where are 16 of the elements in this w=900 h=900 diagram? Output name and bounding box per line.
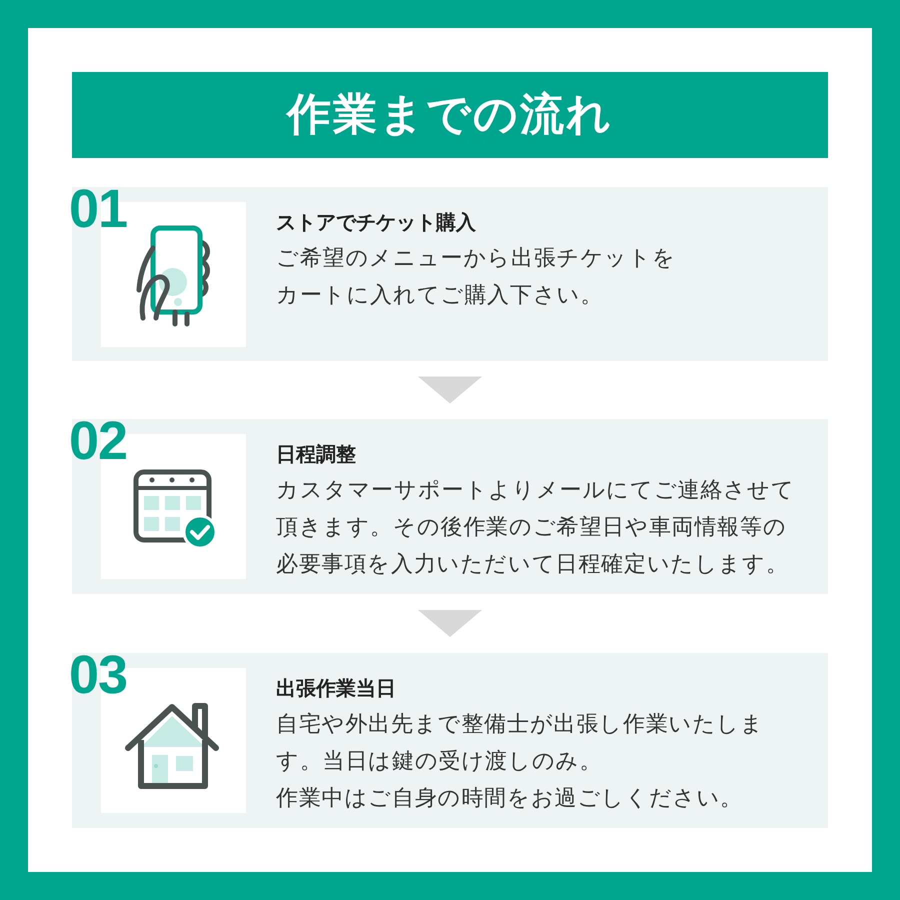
step-title: 出張作業当日 xyxy=(276,675,396,702)
step-number: 03 xyxy=(69,647,128,703)
step-card xyxy=(72,187,828,361)
step-description: 自宅や外出先まで整備士が出張し作業いたします。当日は鍵の受け渡しのみ。 xyxy=(276,711,765,776)
step-number: 02 xyxy=(69,413,128,469)
step-description: カスタマーサポートよりメールにてご連絡させて頂きます。その後作業のご希望日や車両情報等の必要事項を入力いただいて日程確定いたします。 xyxy=(276,477,796,579)
title-banner: 作業までの流れ xyxy=(72,72,828,158)
step-number: 01 xyxy=(69,181,128,237)
arrow xyxy=(418,376,482,404)
step-card xyxy=(72,419,828,594)
step-description: ご希望のメニューから出張チケットをカートに入れてご購入下さい。 xyxy=(276,245,677,310)
step-description: 作業中はご自身の時間をお過ごしください。 xyxy=(276,785,744,813)
step-title: 日程調整 xyxy=(276,441,356,468)
arrow xyxy=(418,610,482,637)
step-card xyxy=(72,653,828,828)
step-title: ストアでチケット購入 xyxy=(276,209,476,236)
